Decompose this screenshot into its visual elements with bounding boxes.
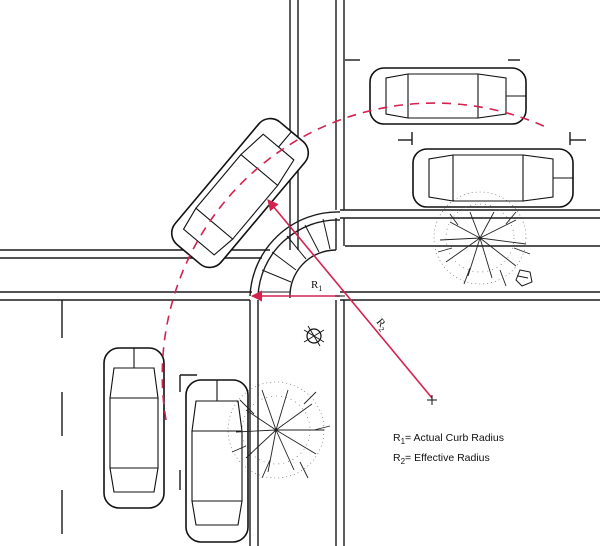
r2-radius-arrow: [267, 199, 433, 399]
tree-bottom: [227, 381, 331, 479]
car-turning: [170, 117, 310, 269]
lane-markings: [61, 59, 586, 534]
legend-r1: R1= Actual Curb Radius: [393, 432, 504, 446]
r1-label: R1: [311, 279, 322, 293]
effective-radius-arc: [161, 102, 549, 421]
r2-center-mark: [427, 395, 437, 405]
legend: R1= Actual Curb Radius R2= Effective Rad…: [393, 432, 504, 466]
curb-corner: [249, 211, 341, 299]
r2-label: R2: [372, 316, 390, 334]
car-parked-bottom-center: [185, 379, 249, 543]
hydrant-sidewalk: [515, 269, 533, 287]
bollard-sidewalk: [303, 325, 325, 347]
car-parked-top-right: [369, 67, 527, 125]
car-parked-middle-right: [412, 148, 574, 208]
car-parked-bottom-left: [103, 347, 165, 509]
legend-r2: R2= Effective Radius: [393, 452, 490, 466]
tree-right: [433, 191, 531, 287]
